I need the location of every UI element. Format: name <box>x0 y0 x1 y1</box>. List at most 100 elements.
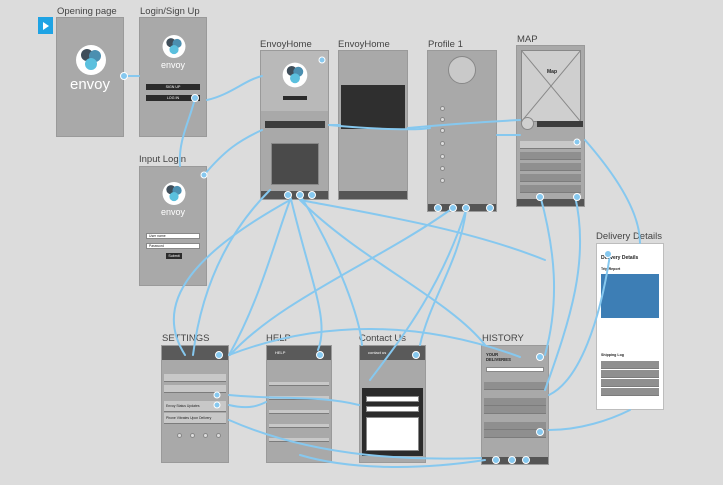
help-faq-line[interactable] <box>269 424 329 428</box>
title-profile: Profile 1 <box>428 39 463 50</box>
settings-radio[interactable] <box>177 433 182 438</box>
envoy-logo-icon <box>162 35 186 58</box>
screen-input-login[interactable]: envoy User name Password Submit <box>139 166 207 286</box>
title-help: HELP <box>266 333 291 344</box>
link-home-to-contact <box>299 194 363 346</box>
log-in-button[interactable]: LOG IN <box>146 95 200 101</box>
link-input-to-home <box>203 129 263 176</box>
settings-radio[interactable] <box>190 433 195 438</box>
delivery-log-row[interactable] <box>601 388 659 396</box>
contact-message-field[interactable] <box>366 417 419 451</box>
profile-option-dot[interactable] <box>440 128 445 133</box>
contact-header: contact us <box>368 350 387 355</box>
title-settings: SETTINGS <box>162 333 210 344</box>
username-field[interactable]: User name <box>146 233 200 239</box>
screen-history[interactable]: YOUR DELIVERIES <box>481 345 549 465</box>
submit-button[interactable]: Submit <box>166 253 182 259</box>
envoy-wordmark: envoy <box>160 60 186 70</box>
link-home-to-help <box>289 194 323 351</box>
delivery-log-row[interactable] <box>601 361 659 369</box>
settings-row-vibrate[interactable]: Phone Vibrates Upon Delivery <box>164 413 226 424</box>
settings-radio[interactable] <box>203 433 208 438</box>
history-row[interactable] <box>484 430 546 438</box>
play-preview-button[interactable] <box>38 17 53 34</box>
delivery-log-row[interactable] <box>601 379 659 387</box>
home-2-footer-nav[interactable] <box>339 191 407 199</box>
history-footer-nav[interactable] <box>482 457 548 464</box>
screen-delivery-details[interactable]: Delivery Details Trip Report Shipping Lo… <box>596 243 664 410</box>
help-header-bar: HELP <box>267 346 331 360</box>
map-list-row[interactable] <box>520 152 581 160</box>
map-list-row[interactable] <box>520 141 581 149</box>
screen-envoy-home[interactable] <box>260 50 329 200</box>
profile-option-dot[interactable] <box>440 106 445 111</box>
trip-chart <box>601 274 659 318</box>
screen-login-signup[interactable]: envoy SIGN UP LOG IN <box>139 17 207 137</box>
screen-profile[interactable] <box>427 50 497 212</box>
link-map-to-details <box>584 139 641 244</box>
link-settings-to-home <box>228 199 291 356</box>
contact-email-field[interactable] <box>366 406 419 412</box>
title-envoy-home: EnvoyHome <box>260 39 312 50</box>
profile-option-dot[interactable] <box>440 166 445 171</box>
screen-envoy-home-2[interactable] <box>338 50 408 200</box>
profile-option-dot[interactable] <box>440 178 445 183</box>
password-field[interactable]: Password <box>146 243 200 249</box>
shipping-log-label: Shipping Log <box>601 353 624 357</box>
screen-opening-page[interactable]: envoy <box>56 17 124 137</box>
home-info-bar <box>265 121 325 128</box>
help-faq-line[interactable] <box>269 438 329 442</box>
envoy-logo-icon <box>76 45 106 75</box>
title-envoy-home-2: EnvoyHome <box>338 39 390 50</box>
link-login-to-home <box>206 75 263 101</box>
title-login-signup: Login/Sign Up <box>140 6 200 17</box>
profile-avatar <box>448 56 476 84</box>
help-faq-line[interactable] <box>269 396 329 400</box>
link-home-to-history <box>299 199 486 346</box>
delivery-details-header: Delivery Details <box>601 255 639 261</box>
screen-contact-us[interactable]: contact us <box>359 345 426 463</box>
home-footer-nav[interactable] <box>261 191 328 199</box>
home-status-button[interactable] <box>283 96 307 100</box>
trip-report-label: Trip Report <box>601 267 621 271</box>
link-profile-to-settings <box>229 209 451 356</box>
home-dark-panel <box>341 85 405 129</box>
map-footer-nav[interactable] <box>517 199 584 206</box>
profile-option-dot[interactable] <box>440 154 445 159</box>
screen-map[interactable]: Map <box>516 45 585 207</box>
settings-row[interactable] <box>164 374 226 382</box>
link-profile-to-contact-top <box>419 209 467 346</box>
screen-help[interactable]: HELP <box>266 345 332 463</box>
profile-option-dot[interactable] <box>440 117 445 122</box>
sign-up-button[interactable]: SIGN UP <box>146 84 200 90</box>
help-faq-line[interactable] <box>269 410 329 414</box>
contact-name-field[interactable] <box>366 396 419 402</box>
history-row[interactable] <box>484 398 546 406</box>
help-faq-line[interactable] <box>269 382 329 386</box>
link-settings-to-help <box>228 401 267 409</box>
delivery-log-row[interactable] <box>601 370 659 378</box>
history-header-line-2: DELIVERIES <box>486 357 511 362</box>
link-map-to-history <box>539 194 556 356</box>
link-home-to-map-list <box>299 199 546 261</box>
history-row[interactable] <box>484 382 546 390</box>
profile-option-dot[interactable] <box>440 141 445 146</box>
title-delivery-details: Delivery Details <box>596 231 662 242</box>
history-search-field[interactable] <box>486 367 544 372</box>
help-header: HELP <box>275 350 286 355</box>
map-list-row[interactable] <box>520 163 581 171</box>
settings-row[interactable] <box>164 385 226 393</box>
link-map-to-history-2 <box>544 195 582 391</box>
map-info-bar <box>537 121 583 127</box>
map-list-row[interactable] <box>520 174 581 182</box>
history-row[interactable] <box>484 406 546 414</box>
title-input-login: Input Login <box>139 154 187 165</box>
settings-radio[interactable] <box>216 433 221 438</box>
screen-settings[interactable]: Envoy Status Updates Phone Vibrates Upon… <box>161 345 229 463</box>
envoy-wordmark: envoy <box>160 207 186 217</box>
map-list-row[interactable] <box>520 185 581 193</box>
history-row[interactable] <box>484 422 546 430</box>
settings-row-status-updates[interactable]: Envoy Status Updates <box>164 401 226 412</box>
profile-footer-nav[interactable] <box>428 204 496 211</box>
